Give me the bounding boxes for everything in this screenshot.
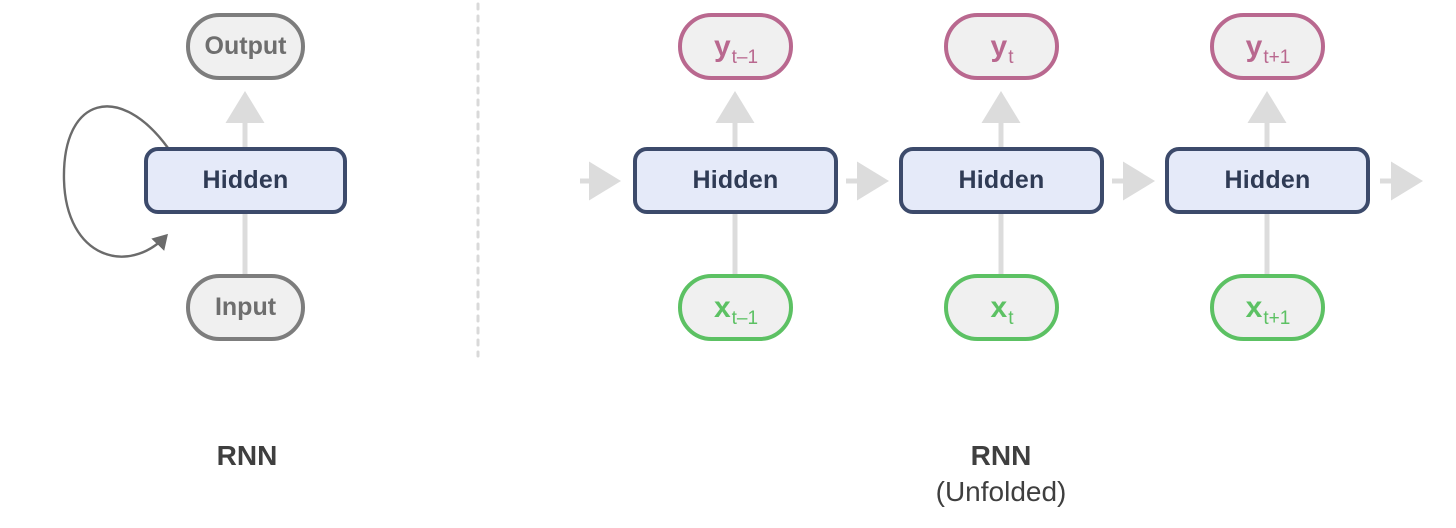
var-subscript: t–1 (731, 307, 759, 329)
node-hidden-t-minus-1-label: Hidden (692, 166, 779, 194)
var-base: y (990, 29, 1008, 63)
var-subscript: t+1 (1263, 307, 1291, 329)
var-base: y (1245, 29, 1263, 63)
var-base: x (990, 290, 1008, 324)
node-hidden-folded-label: Hidden (202, 166, 289, 194)
node-hidden-t[interactable]: Hidden (899, 147, 1104, 214)
node-hidden-t-minus-1[interactable]: Hidden (633, 147, 838, 214)
caption-folded: RNN (147, 438, 347, 474)
node-hidden-t-label: Hidden (958, 166, 1045, 194)
node-hidden-t-plus-1-label: Hidden (1224, 166, 1311, 194)
var-subscript: t–1 (731, 46, 759, 68)
caption-unfolded-sub: (Unfolded) (935, 475, 1067, 507)
caption-unfolded: RNN (Unfolded) (876, 438, 1126, 510)
var-base: x (713, 290, 731, 324)
var-subscript: t+1 (1263, 46, 1291, 68)
node-output-label: Output (204, 32, 287, 60)
node-input[interactable]: Input (186, 274, 305, 341)
caption-unfolded-main: RNN (970, 440, 1032, 471)
node-output[interactable]: Output (186, 13, 305, 80)
node-hidden-t-plus-1[interactable]: Hidden (1165, 147, 1370, 214)
var-subscript: t (1008, 46, 1014, 68)
var-base: y (713, 29, 731, 63)
node-hidden-folded[interactable]: Hidden (144, 147, 347, 214)
var-subscript: t (1008, 307, 1014, 329)
node-input-label: Input (214, 293, 277, 321)
caption-folded-main: RNN (216, 440, 278, 471)
var-base: x (1245, 290, 1263, 324)
